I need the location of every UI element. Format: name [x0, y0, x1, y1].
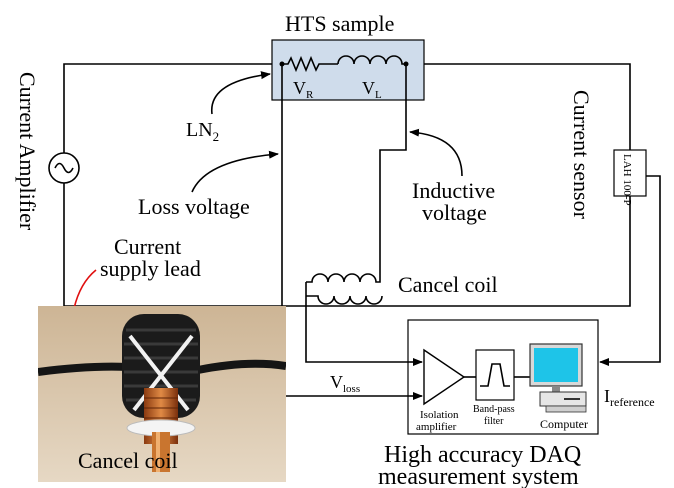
sample-to-sensor-wire	[424, 63, 631, 150]
vloss-label: Vloss	[330, 372, 360, 395]
sensor-model-label: LAH 100-P	[621, 154, 633, 206]
cancel-coil-label: Cancel coil	[398, 272, 498, 297]
inductive-voltage-arrow	[409, 128, 463, 177]
resistor-icon	[282, 55, 338, 73]
ln2-label: LN2	[186, 119, 219, 144]
current-supply-lead-line1: Current	[114, 234, 181, 259]
isolation-amplifier-icon	[423, 348, 466, 406]
current-amplifier-label: Current Amplifier	[15, 72, 40, 231]
current-sensor-label: Current sensor	[569, 90, 594, 220]
isolation-amplifier-line1: Isolation	[420, 409, 459, 421]
hts-sample-label: HTS sample	[285, 11, 394, 36]
photo-caption: Cancel coil	[78, 448, 178, 473]
sensor-box	[613, 149, 647, 197]
loss-voltage-arrow	[191, 150, 279, 193]
daq-label-line1: High accuracy DAQ	[384, 442, 581, 468]
cancel-coil-bottom	[306, 295, 383, 305]
vr-tap-wire	[281, 64, 410, 397]
bandpass-filter-line1: Band-pass	[473, 404, 515, 415]
vl-label: VL	[362, 78, 382, 101]
computer-icon	[529, 343, 587, 413]
cancel-coil-photo: Cancel coil	[38, 306, 286, 482]
inductive-voltage-line2: voltage	[422, 200, 487, 225]
hts-sample-box	[271, 39, 425, 101]
vr-label: VR	[293, 78, 314, 101]
ln2-arrow	[211, 71, 271, 115]
cancel-coil-top	[306, 132, 407, 283]
current-supply-lead-line2: supply lead	[100, 256, 201, 281]
inductor-icon	[337, 55, 406, 65]
daq-label-line2: measurement system	[378, 464, 579, 488]
bandpass-filter-line2: filter	[484, 416, 504, 427]
computer-label: Computer	[540, 417, 588, 431]
inductive-voltage-line1: Inductive	[412, 178, 495, 203]
vloss-signal-wire	[305, 296, 410, 363]
isolation-amplifier-line2: amplifier	[416, 421, 457, 433]
ac-source-icon	[48, 152, 80, 184]
ireference-label: Ireference	[604, 386, 655, 409]
bandpass-filter-icon	[475, 349, 515, 401]
loss-voltage-label: Loss voltage	[138, 194, 250, 219]
ireference-wire	[599, 175, 661, 366]
daq-box	[407, 319, 599, 435]
